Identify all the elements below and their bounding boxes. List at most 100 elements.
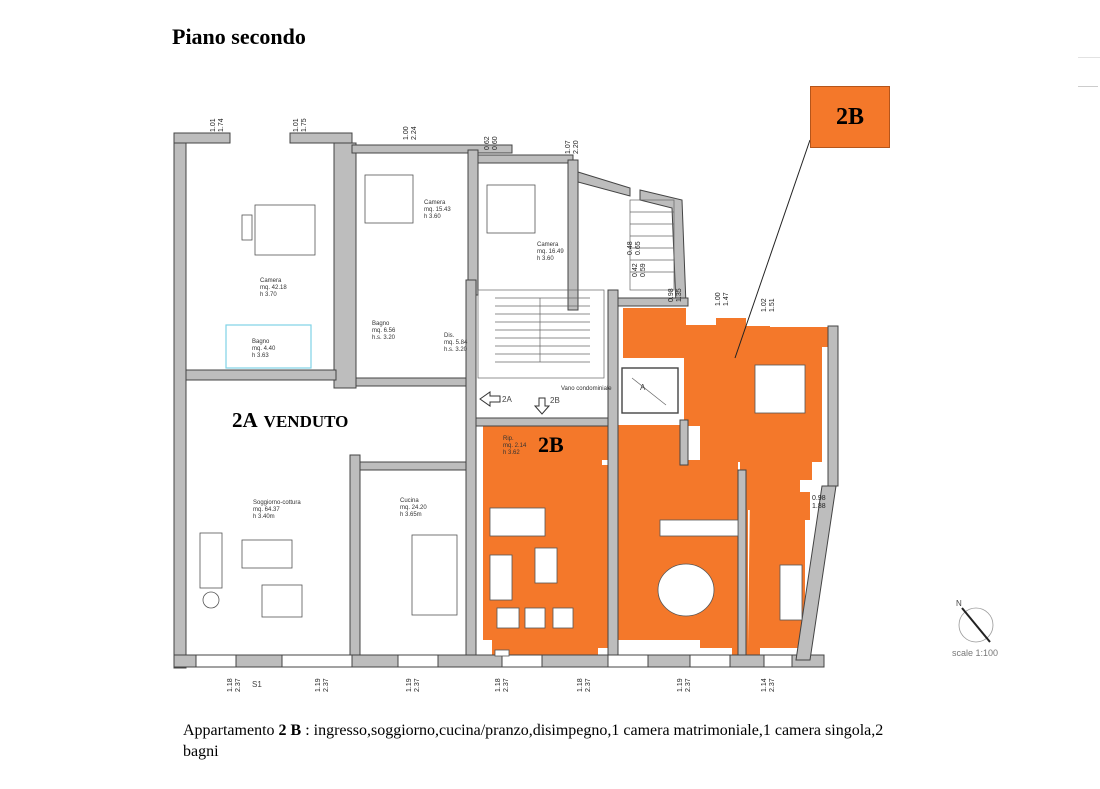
furniture xyxy=(199,174,806,657)
dimension-height: 2.37 xyxy=(235,678,242,692)
wall-north-4 xyxy=(477,154,574,164)
dining-table xyxy=(657,563,715,617)
dimension-width: 0.42 xyxy=(632,263,639,277)
wall-north-1 xyxy=(173,132,231,144)
dimension-height: 2.20 xyxy=(573,140,580,154)
dimension-height: 1.47 xyxy=(723,292,730,306)
bottom-label-s1: S1 xyxy=(252,680,262,689)
label-2a-status: VENDUTO xyxy=(263,412,349,431)
bed-top1 xyxy=(364,174,414,224)
desc-rest: : ingresso,soggiorno,cucina/pranzo,disim… xyxy=(183,722,884,760)
room-cucina-height: h 3.65m xyxy=(400,512,422,518)
desc-unit: 2 B xyxy=(278,722,302,739)
wall-diagonal xyxy=(577,171,631,197)
dimension-height: 2.37 xyxy=(323,678,330,692)
dimension-width: 1.18 xyxy=(577,678,584,692)
room-camera-large-height: h 3.70 xyxy=(260,292,277,298)
dimension-width: 1.02 xyxy=(761,298,768,312)
room-rip-height: h 3.62 xyxy=(503,450,520,456)
dimension-height: 2.37 xyxy=(585,678,592,692)
room-soggiorno-area: mq. 64.37 xyxy=(253,507,280,513)
dimension-height: 1.51 xyxy=(769,298,776,312)
wall-right-top xyxy=(617,297,689,307)
room-bagno-left-height: h 3.63 xyxy=(252,353,269,359)
wall-inner-2 xyxy=(467,149,479,296)
wall-stair-right xyxy=(639,189,687,306)
north-label: N xyxy=(956,599,962,608)
label-2a-main: 2A xyxy=(232,408,258,432)
elevator-label: A xyxy=(640,383,646,392)
south-windows xyxy=(195,654,793,668)
dimension-width: 1.18 xyxy=(495,678,502,692)
wall-east-2 xyxy=(795,485,837,661)
dimension-width: 0.62 xyxy=(484,136,491,150)
room-bagno-left-area: mq. 4.40 xyxy=(252,346,276,352)
bed-top2 xyxy=(486,184,536,234)
room-camera-top1-area: mq. 15.43 xyxy=(424,207,451,213)
room-soggiorno-name: Soggiorno-cottura xyxy=(253,500,301,506)
room-camera-top1-name: Camera xyxy=(424,200,446,206)
room-dis-name: Dis. xyxy=(444,333,455,339)
bath-pool xyxy=(225,324,312,369)
dimension-width: 1.00 xyxy=(715,292,722,306)
wall-inner-4 xyxy=(349,454,361,656)
wall-inner-1 xyxy=(333,142,357,389)
wall-mid xyxy=(185,369,337,381)
wall-west xyxy=(173,132,187,669)
wall-inner-3 xyxy=(567,159,579,311)
area-corridor xyxy=(687,380,700,426)
dimension-height: 2.37 xyxy=(685,678,692,692)
dimension-width: 0.48 xyxy=(627,241,634,255)
apartment-2b-area xyxy=(483,308,830,656)
room-camera-large-name: Camera xyxy=(260,278,282,284)
dimension-width: 1.19 xyxy=(315,678,322,692)
arrow-2a-label: 2A xyxy=(502,395,512,404)
dimension-width: 0.98 xyxy=(812,495,826,502)
dimension-width: 1.14 xyxy=(761,678,768,692)
room-camera-top2-area: mq. 16.49 xyxy=(537,249,564,255)
apartment-description: Appartamento 2 B : ingresso,soggiorno,cu… xyxy=(183,720,903,762)
room-rip-area: mq. 2.14 xyxy=(503,443,527,449)
north-compass: N xyxy=(956,599,994,643)
arrow-2b-label: 2B xyxy=(550,396,560,405)
wall-bath-bottom xyxy=(355,377,469,387)
edge-mark xyxy=(1078,57,1100,58)
dimension-width: 1.01 xyxy=(210,118,217,132)
dimension-width: 1.19 xyxy=(677,678,684,692)
bed-2b xyxy=(754,364,806,414)
room-cucina-area: mq. 24.20 xyxy=(400,505,427,511)
dimension-height: 2.37 xyxy=(414,678,421,692)
dimension-height: 2.37 xyxy=(769,678,776,692)
arrow-left-icon xyxy=(479,391,501,407)
wall-core-right xyxy=(607,289,619,656)
entrance-arrows: 2A 2B xyxy=(479,391,560,415)
label-2a: 2A VENDUTO xyxy=(232,408,348,433)
dimension-width: 0.98 xyxy=(668,288,675,302)
bed-large xyxy=(254,204,316,256)
room-bagno-mid-name: Bagno xyxy=(372,321,390,327)
dimension-height: 0.60 xyxy=(492,136,499,150)
wall-hall-left xyxy=(679,419,689,466)
wall-right-inner xyxy=(737,469,747,656)
room-bagno-mid-height: h.s. 3.20 xyxy=(372,335,396,341)
edge-mark xyxy=(1078,86,1098,87)
area-bedroom-block xyxy=(623,308,830,522)
label-2b: 2B xyxy=(538,432,564,457)
room-cucina-name: Cucina xyxy=(400,498,419,504)
dimension-width: 1.00 xyxy=(403,126,410,140)
area-living xyxy=(483,425,610,655)
dimension-width: 1.01 xyxy=(293,118,300,132)
room-bagno-mid-area: mq. 6.56 xyxy=(372,328,396,334)
room-camera-large-area: mq. 42.18 xyxy=(260,285,287,291)
room-camera-top2-height: h 3.60 xyxy=(537,256,554,262)
room-camera-top1-height: h 3.60 xyxy=(424,214,441,220)
dimension-width: 1.07 xyxy=(565,140,572,154)
wall-core-bottom xyxy=(475,417,617,427)
badge-pointer-line xyxy=(734,139,811,359)
unit-2b-badge: 2B xyxy=(810,86,890,148)
dimension-height: 1.35 xyxy=(676,288,683,302)
dimension-width: 1.19 xyxy=(406,678,413,692)
